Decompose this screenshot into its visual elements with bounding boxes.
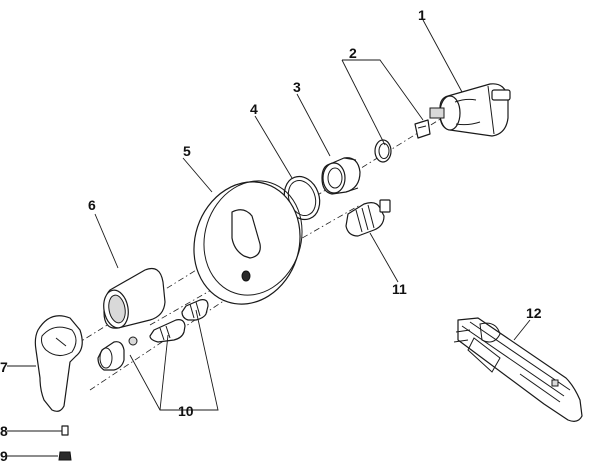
part-1-cartridge [429,83,511,137]
label-part-11: 11 [392,281,407,297]
label-part-2: 2 [349,45,357,61]
label-part-5: 5 [183,143,191,159]
label-part-8: 8 [0,423,8,439]
part-11-diverter-spindle [345,199,391,237]
label-part-1: 1 [418,7,426,23]
part-6-sleeve [103,267,166,329]
part-9-cap [58,451,72,461]
part-10-small-parts [97,299,209,371]
label-part-10: 10 [178,403,194,419]
label-part-9: 9 [0,448,8,464]
label-part-3: 3 [293,79,301,95]
label-part-6: 6 [88,197,96,213]
part-2-clip-and-ring [374,119,431,163]
label-part-4: 4 [250,101,258,117]
part-8-screw [61,425,69,436]
part-12-mounting-template [453,317,583,422]
label-part-7: 7 [0,359,8,375]
part-labels: 1 2 3 4 5 6 7 8 9 10 11 12 [0,7,542,464]
part-5-escutcheon-plate [193,180,303,305]
part-3-nut [321,157,361,195]
part-7-lever-handle [34,315,83,412]
label-part-12: 12 [526,305,542,321]
leader-lines [7,19,531,457]
